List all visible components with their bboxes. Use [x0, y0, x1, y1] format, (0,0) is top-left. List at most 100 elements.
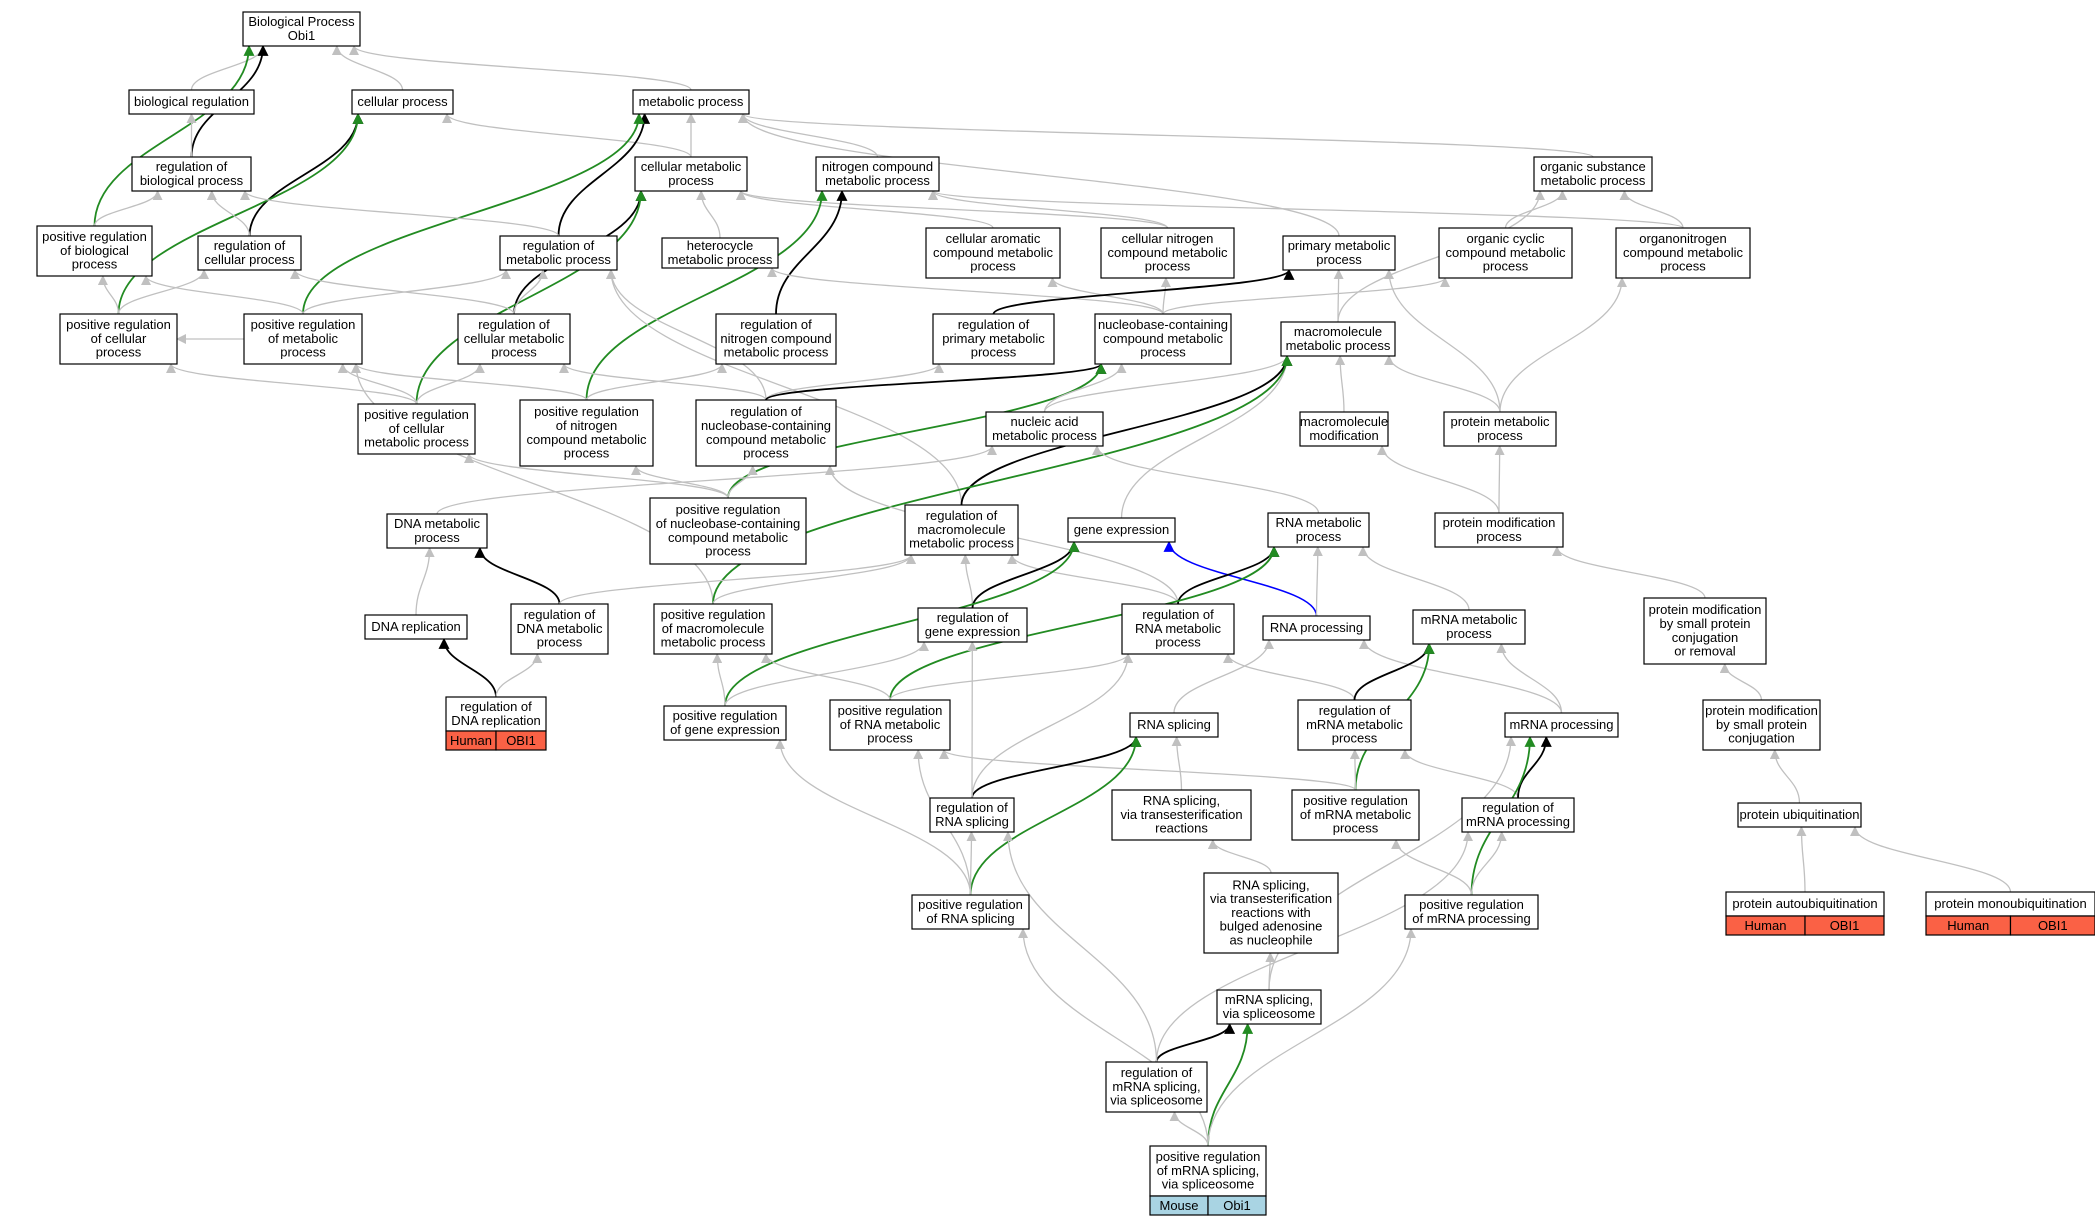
node-label-line: cellular aromatic	[946, 231, 1041, 246]
go-term-node-rnasplicebulged[interactable]: RNA splicing,via transesterificationreac…	[1203, 872, 1339, 954]
node-label-line: of macromolecule	[662, 621, 765, 636]
node-label-line: process	[1155, 635, 1201, 650]
node-label-line: process	[1332, 731, 1378, 746]
go-term-node-dnarep[interactable]: DNA replication	[364, 614, 468, 640]
node-label-line: process	[1477, 428, 1523, 443]
node-label-line: metabolic process	[825, 173, 930, 188]
edge-positively-regulates-posbio-to-bp	[93, 44, 255, 227]
node-label-line: by small protein	[1716, 717, 1807, 732]
go-term-node-regnuc[interactable]: regulation ofnucleobase-containingcompou…	[695, 399, 837, 467]
node-box	[1702, 699, 1821, 751]
go-term-node-rnaproc[interactable]: RNA processing	[1262, 615, 1371, 641]
tag-gene-label: Obi1	[1223, 1198, 1250, 1213]
edge-regulates-regmrnaproc-to-mrnaproc	[1517, 735, 1552, 799]
node-box	[457, 313, 571, 365]
node-box	[1111, 789, 1252, 841]
edge-is-a-posrnamet-to-posmacro	[761, 653, 891, 701]
edge-is-a-posrnamet-to-regrnamet	[889, 653, 1133, 701]
go-term-node-cellp[interactable]: cellular process	[351, 89, 454, 115]
edge-positively-regulates-poscell-to-cellp	[117, 112, 364, 315]
node-box	[1105, 1061, 1208, 1113]
go-term-node-mrnaproc[interactable]: mRNA processing	[1504, 712, 1619, 738]
node-box	[1216, 989, 1322, 1025]
go-term-node-mrnasplice[interactable]: mRNA splicing,via spliceosome	[1216, 989, 1322, 1025]
node-label-line: modification	[1309, 428, 1378, 443]
edge-positively-regulates-poscellmet-to-cellmet	[415, 189, 647, 405]
node-label-line: positive regulation	[1419, 897, 1524, 912]
go-term-node-breg[interactable]: biological regulation	[128, 89, 255, 115]
node-label-line: via transesterification	[1120, 807, 1242, 822]
node-box	[653, 603, 773, 655]
edge-is-a-posnuc-to-regnuc	[727, 465, 758, 499]
node-label-line: of cellular	[389, 421, 445, 436]
go-term-node-geneexp[interactable]: gene expression	[1067, 517, 1176, 543]
node-label-line: process	[668, 173, 714, 188]
node-box	[1504, 712, 1619, 738]
node-label-line: regulation of	[1319, 703, 1391, 718]
go-term-node-protubiq[interactable]: protein ubiquitination	[1737, 802, 1862, 828]
node-label-line: process	[564, 446, 610, 461]
edge-is-a-cellp-to-bp	[331, 45, 404, 91]
tag-gene-cell	[495, 730, 547, 751]
edge-is-a-geneexp-to-macro	[1120, 355, 1292, 519]
node-box	[357, 403, 476, 455]
go-term-node-rnasplicetrans[interactable]: RNA splicing,via transesterificationreac…	[1111, 789, 1252, 841]
go-term-node-metp[interactable]: metabolic process	[632, 89, 750, 115]
go-term-node-rnasplice[interactable]: RNA splicing	[1129, 712, 1219, 738]
node-box	[364, 614, 468, 640]
node-box	[1461, 797, 1575, 833]
